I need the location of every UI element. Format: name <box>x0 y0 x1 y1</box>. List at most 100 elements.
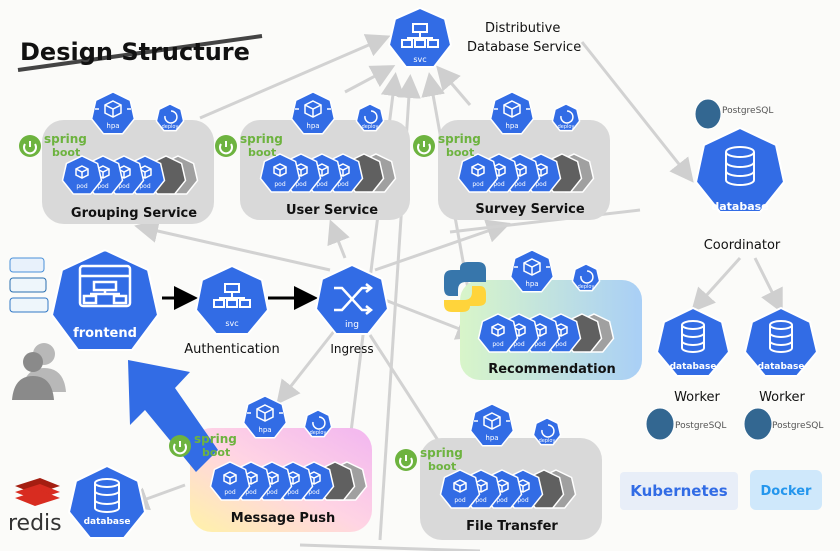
pod-label: pod <box>316 181 327 188</box>
pod-label: pod <box>513 341 524 348</box>
pod-icon[interactable]: pod <box>457 153 499 193</box>
survey-deploy-node[interactable]: deploy <box>551 103 581 132</box>
worker-1-caption: Worker <box>674 390 720 405</box>
postgresql-logo-left: PostgreSQL <box>645 407 726 441</box>
user-hpa-node[interactable]: hpa <box>290 91 336 135</box>
edge-bottom <box>299 543 481 551</box>
message-hpa-node[interactable]: hpa <box>242 395 288 439</box>
boot-text: boot <box>52 146 80 159</box>
grouping-hpa-node[interactable]: hpa <box>90 91 136 135</box>
kubernetes-logo: Kubernetes <box>620 472 738 510</box>
kubernetes-text: Kubernetes <box>630 482 728 500</box>
pod-icon[interactable]: pod <box>259 153 301 193</box>
message-deploy-node[interactable]: deploy <box>303 409 333 438</box>
frontend-label: frontend <box>73 326 137 341</box>
docker-text: Docker <box>761 484 813 499</box>
webpage-icon <box>78 264 132 308</box>
coordinator-node[interactable]: database <box>694 126 786 213</box>
file-deploy-node[interactable]: deploy <box>532 417 562 446</box>
survey-hpa-node[interactable]: hpa <box>489 91 535 135</box>
svc-caption-line2: Database Service <box>467 40 581 55</box>
message-to-frontend-arrow <box>128 360 218 472</box>
page-title: Design Structure <box>20 38 250 66</box>
spring-text: spring <box>44 132 87 146</box>
pod-icon[interactable]: pod <box>209 461 251 501</box>
ingress-node[interactable]: ing <box>314 263 390 335</box>
spring-text: spring <box>194 432 237 446</box>
title-underline <box>17 34 263 72</box>
hpa-label: hpa <box>525 280 538 288</box>
edge-ingress-user <box>327 219 350 259</box>
deploy-label: deploy <box>578 284 595 290</box>
pod-label: pod <box>555 341 566 348</box>
edge-coord-worker2 <box>753 257 783 314</box>
edge-grouping-svc <box>199 34 391 120</box>
edge-ingress-grouping <box>134 219 331 272</box>
redis-database-node[interactable]: database <box>67 464 147 539</box>
coordinator-caption: Coordinator <box>704 238 781 253</box>
boot-text: boot <box>248 146 276 159</box>
database-icon <box>725 146 755 186</box>
deploy-label: deploy <box>362 124 379 130</box>
svc-top-label: svc <box>413 55 426 64</box>
auth-node-label: svc <box>225 319 238 328</box>
redis-label: redis <box>8 511 62 536</box>
pod-label: pod <box>475 497 486 504</box>
hpa-label: hpa <box>485 434 498 442</box>
users-icon <box>12 343 66 400</box>
message-push-label: Message Push <box>231 511 335 526</box>
docker-logo: Docker <box>750 470 822 510</box>
boot-text: boot <box>428 460 456 473</box>
edge-user-svc <box>344 65 396 94</box>
pod-icon[interactable]: pod <box>477 313 519 353</box>
pod-label: pod <box>224 489 235 496</box>
svc-top-node[interactable]: svc <box>387 6 453 68</box>
deploy-label: deploy <box>539 438 556 444</box>
pod-label: pod <box>97 183 108 190</box>
edge-ingress-survey <box>374 219 511 272</box>
postgres-text-left: PostgreSQL <box>675 421 726 431</box>
user-service-label: User Service <box>286 203 378 218</box>
recommendation-deploy-node[interactable]: deploy <box>571 263 601 292</box>
edge-survey-lower <box>449 208 641 234</box>
ingress-node-label: ing <box>345 320 359 330</box>
worker-2-node-label: database <box>758 362 805 372</box>
pod-label: pod <box>76 183 87 190</box>
authentication-node[interactable]: svc <box>194 264 270 335</box>
hpa-label: hpa <box>106 122 119 130</box>
boot-text: boot <box>202 446 230 459</box>
hpa-label: hpa <box>505 122 518 130</box>
pod-icon[interactable]: pod <box>61 155 103 195</box>
grouping-deploy-node[interactable]: deploy <box>155 103 185 132</box>
worker-node-2[interactable]: database <box>743 306 819 377</box>
edge-svc-coordinator <box>580 41 694 183</box>
redis-logo: redis <box>8 478 62 536</box>
python-logo <box>444 262 486 312</box>
recommendation-label: Recommendation <box>488 362 616 377</box>
pod-label: pod <box>287 489 298 496</box>
pod-label: pod <box>535 181 546 188</box>
edge-ingress-message <box>276 329 337 405</box>
pod-label: pod <box>118 183 129 190</box>
recommendation-hpa-node[interactable]: hpa <box>509 249 555 293</box>
frontend-node[interactable]: frontend <box>50 248 160 351</box>
pod-label: pod <box>266 489 277 496</box>
worker-node-1[interactable]: database <box>655 306 731 377</box>
network-icon <box>401 23 439 48</box>
authentication-caption: Authentication <box>184 342 279 357</box>
pod-label: pod <box>493 181 504 188</box>
database-icon <box>769 320 793 353</box>
title-block: Design Structure <box>17 34 263 72</box>
coordinator-node-label: database <box>711 200 768 213</box>
hpa-label: hpa <box>306 122 319 130</box>
pod-icon[interactable]: pod <box>439 469 481 509</box>
redis-db-label: database <box>84 517 131 527</box>
file-hpa-node[interactable]: hpa <box>469 403 515 447</box>
client-logos <box>9 257 49 313</box>
user-deploy-node[interactable]: deploy <box>355 103 385 132</box>
